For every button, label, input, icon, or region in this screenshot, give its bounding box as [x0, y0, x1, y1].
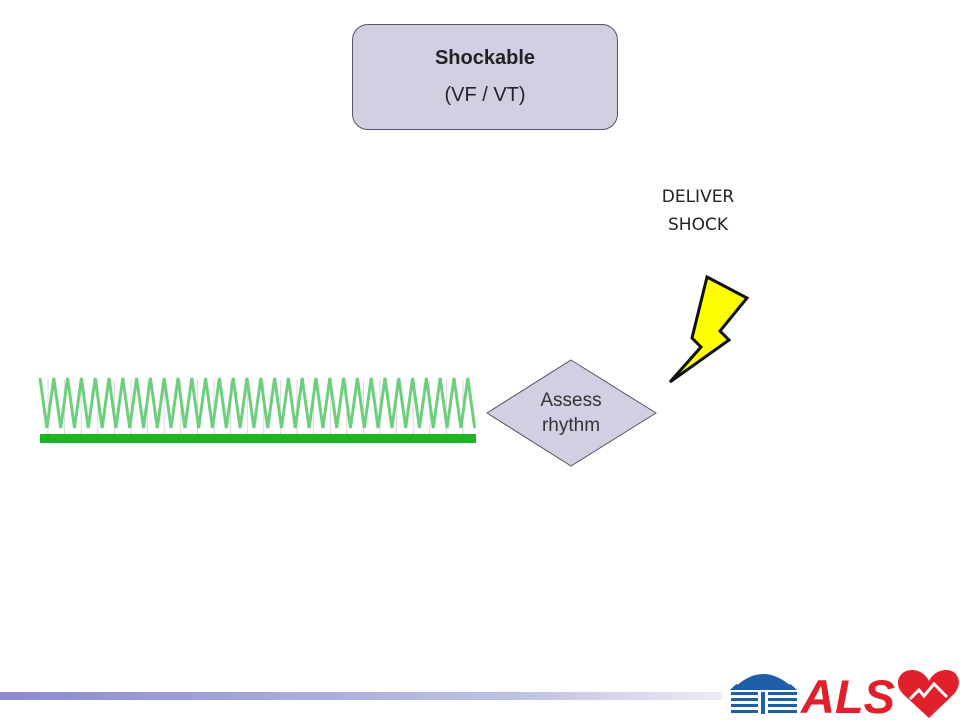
footer-line: [0, 692, 722, 700]
shockable-title: Shockable: [434, 47, 536, 69]
ecg-waveform: [38, 377, 477, 429]
assess-rhythm-line2: rhythm: [541, 415, 601, 436]
deliver-shock-line2: SHOCK: [668, 215, 728, 235]
shockable-subtitle: (VF / VT): [444, 84, 526, 106]
logo-globe-icon: [730, 671, 797, 716]
deliver-shock-label: DELIVER SHOCK: [640, 183, 756, 239]
assess-rhythm-line1: Assess: [540, 390, 602, 411]
assess-rhythm-label: Assess rhythm: [500, 388, 642, 438]
logo-text: ALS: [800, 670, 895, 720]
assess-rhythm-diamond: [486, 359, 657, 467]
lightning-bolt-icon: [668, 274, 750, 384]
heart-icon: [897, 670, 959, 718]
deliver-shock-line1: DELIVER: [661, 187, 735, 207]
als-logo-icon: ALS: [730, 670, 959, 720]
ecg-baseline: [40, 434, 476, 443]
shockable-rhythm-box: Shockable (VF / VT): [352, 24, 618, 130]
ecg-strip-icon: [38, 377, 477, 443]
